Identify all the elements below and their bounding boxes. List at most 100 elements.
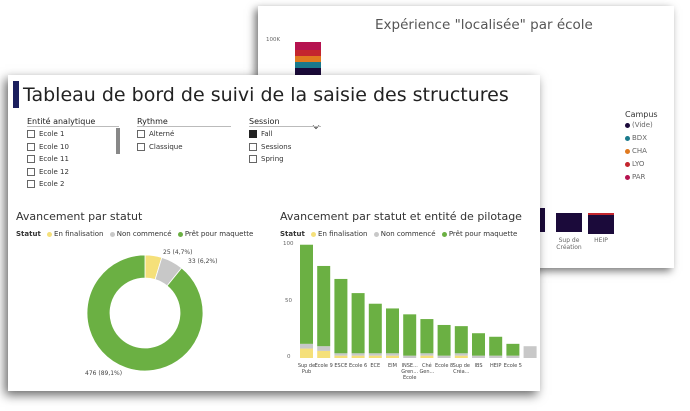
legend-item[interactable]: Non commencé	[116, 230, 172, 238]
bar-segment[interactable]	[351, 293, 365, 354]
bar-legend: Statut En finalisation Non commencé Prêt…	[280, 230, 517, 238]
campus-legend-item[interactable]: CHA	[625, 147, 647, 155]
bar-segment[interactable]	[368, 353, 382, 356]
bar-segment[interactable]	[437, 324, 451, 356]
slicer-entite-item[interactable]: Ecole 10	[27, 143, 69, 151]
bar-segment[interactable]	[523, 346, 537, 358]
bar-segment[interactable]	[317, 265, 331, 347]
x-tick-label: Ecole 5	[503, 363, 522, 369]
stacked-bar-chart[interactable]	[295, 240, 540, 365]
bar-segment[interactable]	[300, 343, 313, 349]
slicer-scrollbar[interactable]	[116, 128, 120, 154]
back-segment-vide	[295, 68, 321, 76]
campus-legend-item[interactable]: LYO	[625, 160, 644, 168]
bar-segment[interactable]	[386, 308, 399, 354]
slicer-entite-item[interactable]: Ecole 11	[27, 155, 69, 163]
bar-segment[interactable]	[454, 353, 468, 356]
slicer-session-item[interactable]: Fall	[249, 130, 273, 138]
legend-item[interactable]: Non commencé	[380, 230, 436, 238]
back-chart-y-tick: 100K	[266, 37, 281, 43]
x-tick-label: EIM	[388, 363, 397, 369]
slicer-session-item[interactable]: Sessions	[249, 143, 291, 151]
slicer-entite-title: Entité analytique	[27, 117, 96, 126]
y-tick-label: 0	[287, 354, 291, 360]
x-tick-label: Ecole 6	[348, 363, 368, 369]
bar-segment[interactable]	[420, 355, 434, 358]
slicer-entite-item[interactable]: Ecole 1	[27, 130, 64, 138]
bar-segment[interactable]	[300, 244, 313, 344]
slicer-entite-item[interactable]: Ecole 2	[27, 180, 64, 188]
legend-dot-icon	[177, 231, 183, 237]
bar-segment[interactable]	[386, 353, 399, 356]
slicer-entite-item[interactable]: Ecole 12	[27, 168, 69, 176]
checkbox[interactable]	[137, 143, 145, 151]
checkbox[interactable]	[249, 155, 257, 163]
bar-segment[interactable]	[351, 353, 365, 356]
bar-segment[interactable]	[420, 319, 434, 354]
bar-segment[interactable]	[489, 336, 503, 356]
bar-segment[interactable]	[334, 278, 348, 354]
campus-dot-icon	[625, 161, 630, 167]
checkbox[interactable]	[249, 143, 257, 151]
legend-item[interactable]: En finalisation	[318, 230, 368, 238]
x-tick-label: Sup de Pub	[297, 363, 316, 375]
bar-segment[interactable]	[506, 343, 520, 356]
legend-item[interactable]: Prêt pour maquette	[448, 230, 518, 238]
campus-legend-item[interactable]: BDX	[625, 134, 647, 142]
slicer-rythme-item[interactable]: Classique	[137, 143, 183, 151]
legend-dot-icon	[311, 231, 317, 237]
checkbox[interactable]	[27, 168, 35, 176]
campus-dot-icon	[625, 122, 630, 128]
x-tick-label: Sup de Créa...	[452, 363, 470, 375]
donut-label: 25 (4,7%)	[163, 249, 193, 256]
checkbox-checked[interactable]	[249, 130, 257, 138]
legend-item[interactable]: Prêt pour maquette	[184, 230, 254, 238]
back-segment-lyo	[295, 50, 321, 56]
campus-legend-item[interactable]: (Vide)	[625, 121, 653, 129]
slicer-session-item[interactable]: Spring	[249, 155, 284, 163]
x-tick-label: ESCE	[334, 363, 348, 369]
bar-segment[interactable]	[489, 355, 503, 358]
bar-segment[interactable]	[300, 348, 313, 358]
bar-segment[interactable]	[506, 355, 520, 358]
chevron-down-icon[interactable]	[312, 116, 320, 130]
back-bar	[556, 213, 582, 232]
campus-legend-item[interactable]: PAR	[625, 173, 645, 181]
checkbox[interactable]	[27, 130, 35, 138]
y-tick-label: 50	[285, 298, 292, 304]
slicer-rythme-item[interactable]: Alterné	[137, 130, 174, 138]
campus-legend-title: Campus	[625, 110, 658, 119]
legend-label: Statut	[16, 230, 41, 238]
back-segment-cha	[295, 56, 321, 62]
checkbox[interactable]	[27, 155, 35, 163]
bar-segment[interactable]	[368, 303, 382, 354]
checkbox[interactable]	[27, 143, 35, 151]
bar-segment[interactable]	[437, 355, 451, 358]
bar-segment[interactable]	[334, 355, 348, 358]
donut-slice-pr-t-pour-maquette[interactable]	[86, 254, 204, 372]
checkbox[interactable]	[27, 180, 35, 188]
bar-segment[interactable]	[403, 355, 417, 358]
bar-segment[interactable]	[472, 333, 485, 356]
bar-segment[interactable]	[420, 353, 434, 356]
checkbox[interactable]	[137, 130, 145, 138]
bar-segment[interactable]	[317, 346, 331, 351]
bar-segment[interactable]	[472, 355, 485, 358]
y-tick-label: 100	[283, 241, 294, 247]
legend-label: Statut	[280, 230, 305, 238]
bar-segment[interactable]	[351, 355, 365, 358]
x-tick-label: Ché Gen...	[419, 363, 435, 375]
bar-segment[interactable]	[317, 350, 331, 358]
bar-segment[interactable]	[368, 355, 382, 358]
slicer-divider	[137, 126, 231, 127]
bar-segment[interactable]	[334, 353, 348, 356]
donut-chart[interactable]	[80, 248, 210, 378]
donut-label: 476 (89,1%)	[85, 370, 123, 377]
bar-segment[interactable]	[386, 355, 399, 358]
legend-item[interactable]: En finalisation	[54, 230, 104, 238]
bar-segment[interactable]	[454, 326, 468, 354]
donut-chart-title: Avancement par statut	[16, 210, 143, 223]
bar-segment[interactable]	[403, 314, 417, 356]
back-segment-par	[295, 42, 321, 50]
bar-segment[interactable]	[454, 355, 468, 358]
